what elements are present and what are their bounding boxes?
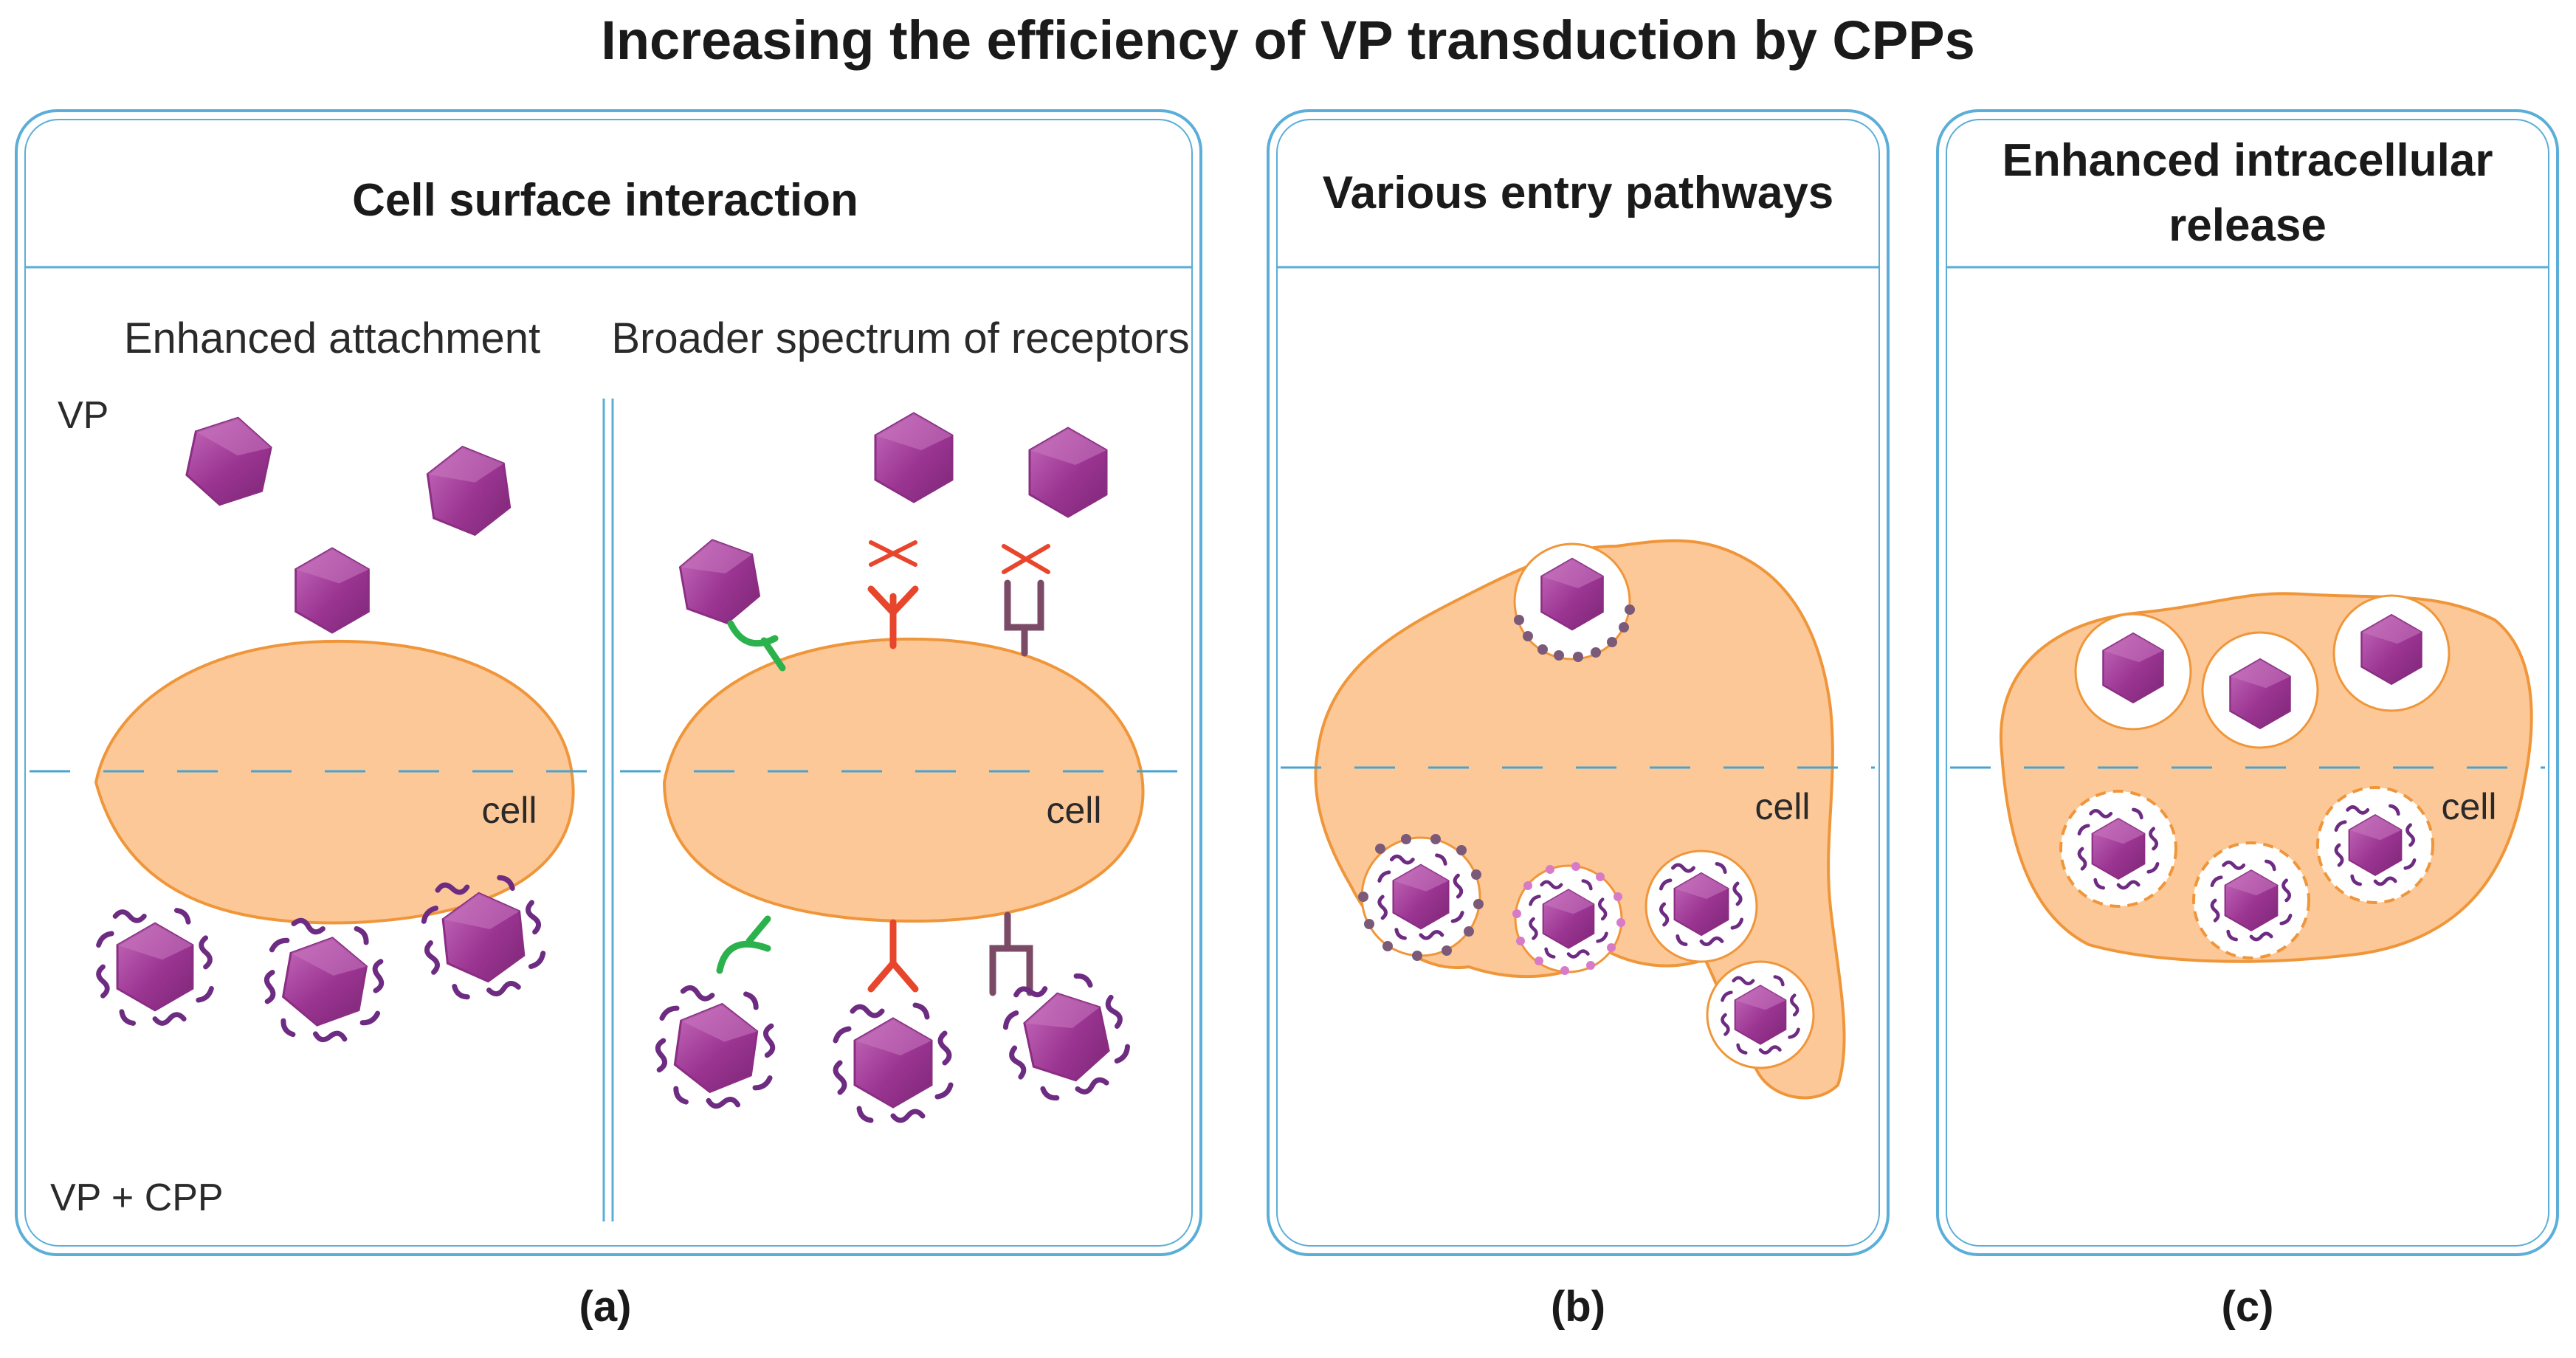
vp-cpp-particle bbox=[99, 911, 212, 1024]
vesicle-dots bbox=[1512, 862, 1625, 975]
vp-particle bbox=[874, 412, 954, 503]
panel-b: Various entry pathways bbox=[1267, 109, 1890, 1331]
panel-a: Cell surface interaction Enhanced attach… bbox=[15, 109, 1202, 1331]
panel-a-frame bbox=[15, 109, 1202, 1256]
vp-particle bbox=[295, 547, 370, 634]
receptor-red-bottom bbox=[867, 919, 919, 993]
panel-a-letter: (a) bbox=[579, 1283, 632, 1331]
vesicle-dots bbox=[1358, 834, 1484, 961]
panel-a-heading: Cell surface interaction bbox=[352, 175, 858, 226]
vp-row-label: VP bbox=[58, 394, 109, 437]
cell-a-right bbox=[662, 637, 1145, 923]
panel-c: Enhanced intracellular release cell (c) bbox=[1936, 109, 2559, 1331]
vp-cpp-particle bbox=[836, 1005, 951, 1120]
receptor-green-bottom bbox=[716, 915, 771, 974]
vp-cpp-particle bbox=[258, 915, 392, 1049]
panel-b-letter: (b) bbox=[1551, 1283, 1605, 1331]
receptor-brown-bottom bbox=[989, 911, 1033, 996]
panel-c-letter: (c) bbox=[2222, 1283, 2274, 1331]
vp-cpp-particle bbox=[651, 983, 781, 1113]
enhanced-attachment-label: Enhanced attachment bbox=[124, 314, 540, 362]
vp-particle bbox=[675, 532, 764, 631]
cell-label-a-right: cell bbox=[1046, 790, 1101, 831]
broader-spectrum-label: Broader spectrum of receptors bbox=[611, 314, 1189, 362]
vp-cpp-particle bbox=[998, 968, 1134, 1105]
vesicle-dots bbox=[1514, 604, 1635, 662]
receptor-red-top bbox=[867, 540, 919, 649]
panel-b-heading: Various entry pathways bbox=[1323, 168, 1834, 218]
receptor-brown-top bbox=[1002, 544, 1050, 657]
panel-c-frame bbox=[1936, 109, 2559, 1256]
panel-c-heading-line1: Enhanced intracellular bbox=[2002, 135, 2493, 186]
receptor-green-top bbox=[727, 620, 786, 672]
cell-label-c: cell bbox=[2441, 786, 2496, 827]
cell-label-b: cell bbox=[1754, 786, 1810, 827]
figure-title: Increasing the efficiency of VP transduc… bbox=[601, 10, 1974, 71]
panel-c-heading-line2: release bbox=[2169, 200, 2327, 251]
cell-a-left bbox=[94, 640, 575, 925]
vp-cpp-row-label: VP + CPP bbox=[50, 1176, 224, 1219]
vp-particle bbox=[181, 408, 277, 514]
panel-b-frame bbox=[1267, 109, 1890, 1256]
vp-particle bbox=[423, 440, 514, 542]
cell-label-a-left: cell bbox=[481, 790, 537, 831]
vp-particle bbox=[1028, 427, 1108, 518]
